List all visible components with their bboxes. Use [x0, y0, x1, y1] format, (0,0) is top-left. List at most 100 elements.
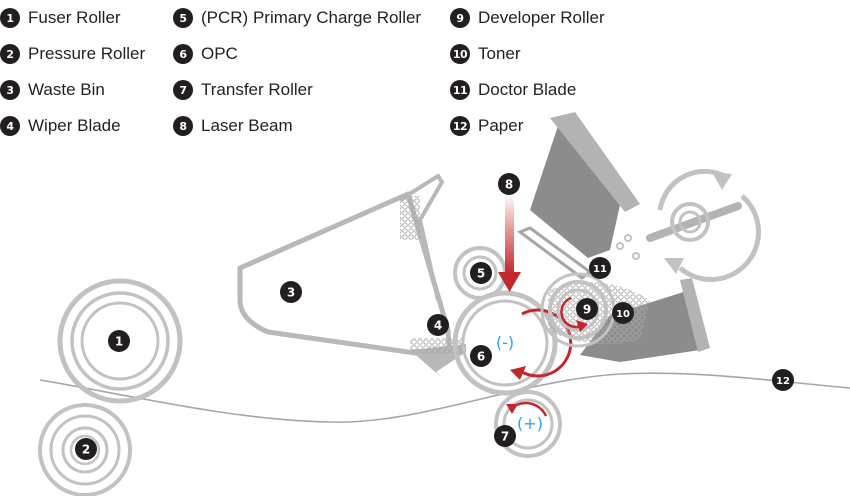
- stirring-paddle-part: [712, 172, 732, 190]
- callout-9-part: 9: [583, 303, 591, 317]
- callout-3-part: 3: [287, 286, 295, 300]
- primary-charge-roller-part: [462, 255, 498, 291]
- legend-label: Pressure Roller: [28, 44, 146, 63]
- callout-1-part: [108, 330, 130, 352]
- legend-badge: 4: [0, 116, 20, 136]
- stirring-paddle-part: [670, 202, 710, 242]
- wiper-toner: [410, 338, 462, 354]
- cartridge-lower-fin: [680, 278, 710, 352]
- opc-drum-part: [452, 290, 558, 396]
- legend-badge: 1: [0, 8, 20, 28]
- fuser-roller-part: [80, 301, 160, 381]
- pressure-roller-part: [61, 426, 109, 474]
- callout-5-part: 5: [477, 267, 485, 281]
- legend-label: Toner: [478, 44, 521, 63]
- callout-9-part: [576, 298, 598, 320]
- legend-label: Fuser Roller: [28, 8, 121, 27]
- legend-label: Paper: [478, 116, 524, 135]
- opc-drum-part: [461, 299, 549, 387]
- callout-8-part: [498, 173, 520, 195]
- laser-arrowhead: [498, 272, 521, 292]
- legend-item-fuser-roller: 1 Fuser Roller: [0, 0, 145, 36]
- legend-item-transfer-roller: 7 Transfer Roller: [173, 72, 421, 108]
- legend-label: Transfer Roller: [201, 80, 313, 99]
- legend-item-doctor-blade: 11 Doctor Blade: [450, 72, 605, 108]
- legend-badge: 6: [173, 44, 193, 64]
- transfer-roller-part: [502, 398, 554, 450]
- callout-10-part: [612, 302, 634, 324]
- fuser-roller: [57, 278, 183, 404]
- waste-toner: [400, 196, 420, 240]
- cartridge-upper-housing: [530, 120, 620, 258]
- paper-path: [39, 372, 850, 423]
- callout-4-part: [427, 314, 449, 336]
- laser-beam: [505, 194, 514, 274]
- opc-drum: [452, 290, 558, 396]
- legend-badge: 8: [173, 116, 193, 136]
- callout-8-part: 8: [505, 178, 513, 192]
- stirring-paddle-part: [646, 202, 742, 242]
- legend-item-primary-charge-roller: 5 (PCR) Primary Charge Roller: [173, 0, 421, 36]
- callout-12-part: 12: [776, 376, 790, 387]
- legend-item-developer-roller: 9 Developer Roller: [450, 0, 605, 36]
- loose-particles: [616, 234, 640, 260]
- developer-arrowhead: [576, 320, 588, 332]
- cartridge-rail: [550, 112, 640, 212]
- legend-badge: 10: [450, 44, 470, 64]
- callout-4-part: 4: [434, 319, 442, 333]
- callout-2-part: [75, 438, 97, 460]
- legend-badge: 11: [450, 80, 470, 100]
- developer-rotation-arrow: [560, 296, 583, 329]
- transfer-roller: [494, 390, 562, 458]
- callout-12-part: [772, 369, 794, 391]
- callout-4: 4: [427, 314, 449, 336]
- pressure-roller-part: [49, 414, 121, 486]
- transfer-charge-label: (+): [517, 414, 543, 433]
- legend-label: OPC: [201, 44, 238, 63]
- fuser-roller-part: [70, 291, 170, 391]
- loose-particles-part: [624, 234, 632, 242]
- callout-7: 7: [494, 425, 516, 447]
- pressure-roller: [38, 403, 132, 496]
- pressure-roller-part: [38, 403, 132, 496]
- callout-10-part: 10: [616, 309, 630, 320]
- legend-item-pressure-roller: 2 Pressure Roller: [0, 36, 145, 72]
- stirring-paddle-part: [664, 258, 684, 274]
- legend-badge: 7: [173, 80, 193, 100]
- callout-6: 6: [470, 345, 492, 367]
- legend-badge: 2: [0, 44, 20, 64]
- legend-badge: 12: [450, 116, 470, 136]
- stirring-paddle-part: [678, 194, 762, 283]
- developer-roller-part: [556, 288, 600, 332]
- callout-12: 12: [772, 369, 794, 391]
- callout-6-part: [470, 345, 492, 367]
- loose-particles-part: [616, 242, 624, 250]
- legend-item-toner: 10 Toner: [450, 36, 605, 72]
- legend-column-3: 9 Developer Roller 10 Toner 11 Doctor Blade…: [450, 0, 605, 144]
- transfer-roller-part: [494, 390, 562, 458]
- developer-roller-part: [548, 280, 608, 340]
- legend-label: (PCR) Primary Charge Roller: [201, 8, 422, 27]
- callout-11-part: [589, 257, 611, 279]
- callout-6-part: 6: [477, 350, 485, 364]
- legend-label: Doctor Blade: [478, 80, 577, 99]
- legend-label: Developer Roller: [478, 8, 605, 27]
- callout-1: 1: [108, 330, 130, 352]
- callout-3: 3: [280, 281, 302, 303]
- waste-bin-handle: [398, 173, 445, 301]
- loose-particles-part: [632, 252, 640, 260]
- callout-11: 11: [589, 257, 611, 279]
- callout-2-part: 2: [82, 443, 90, 457]
- legend-column-2: 5 (PCR) Primary Charge Roller 6 OPC 7 Trans…: [173, 0, 421, 144]
- legend-label: Laser Beam: [201, 116, 293, 135]
- callout-5: 5: [470, 262, 492, 284]
- legend-item-laser-beam: 8 Laser Beam: [173, 108, 421, 144]
- callout-3-part: [280, 281, 302, 303]
- legend-badge: 9: [450, 8, 470, 28]
- stirring-paddle-part: [678, 210, 702, 234]
- transfer-arrowhead: [506, 404, 518, 414]
- legend-badge: 5: [173, 8, 193, 28]
